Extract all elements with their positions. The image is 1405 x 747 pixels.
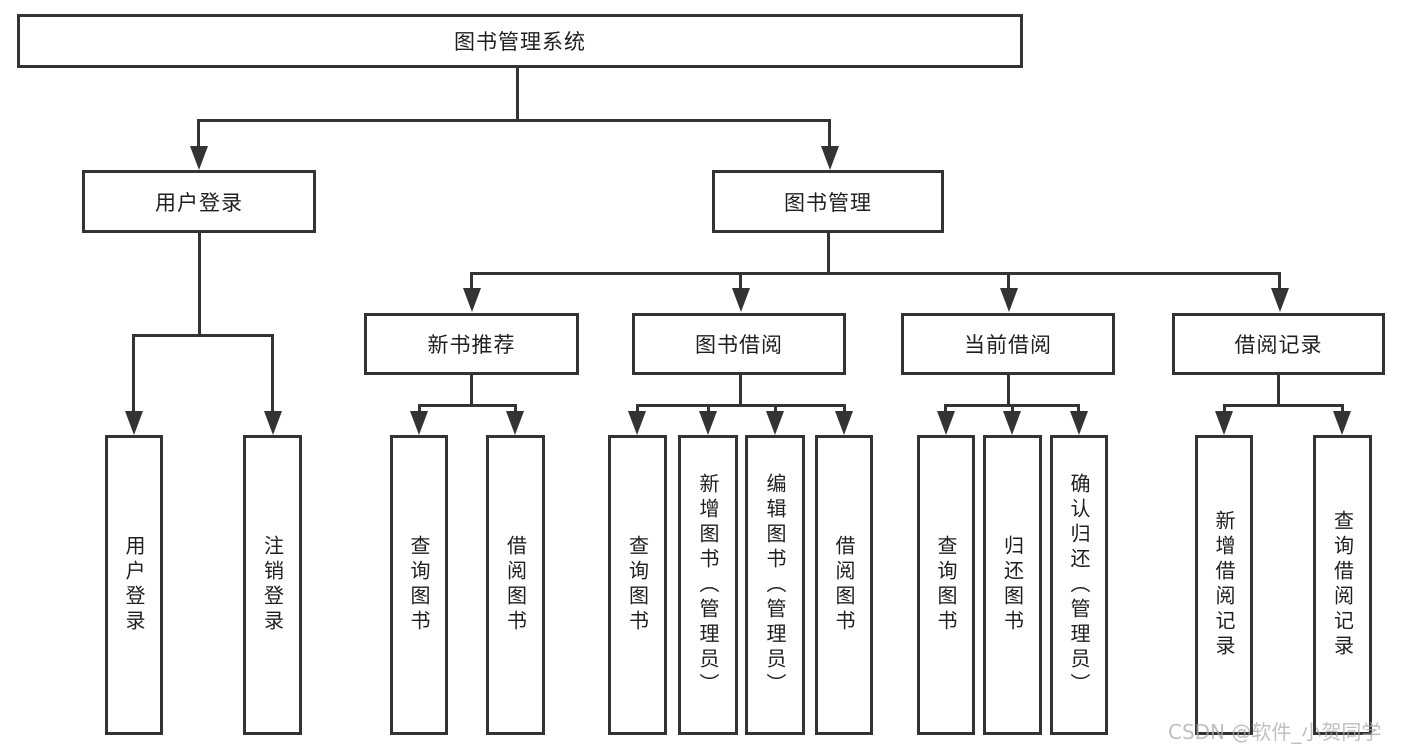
connector-records-stem — [1277, 375, 1280, 406]
leaf-borrowing-borrow-label: 借阅图书 — [832, 535, 856, 635]
arrowhead-user-login — [190, 146, 208, 170]
arrowhead-cb-confirm — [1070, 411, 1088, 435]
connector-user-login-stub — [197, 119, 200, 150]
connector-borrowing-rail — [636, 404, 846, 407]
connector-rc-query-stub — [1341, 404, 1344, 414]
arrowhead-nb-borrow — [506, 411, 524, 435]
connector-nb-query-stub — [418, 404, 421, 414]
connector-leaf-logout-stub — [271, 334, 274, 412]
leaf-borrowing-edit-label: 编辑图书（管理员） — [763, 472, 787, 698]
csdn-watermark: CSDN @软件_小贺同学 — [1168, 720, 1382, 744]
connector-bw-query-stub — [636, 404, 639, 414]
connector-bw-borrow-stub — [843, 404, 846, 414]
node-book-mgmt: 图书管理 — [712, 170, 944, 233]
arrowhead-bw-edit — [766, 411, 784, 435]
arrowhead-rc-add — [1215, 411, 1233, 435]
leaf-user-login-label: 用户登录 — [122, 535, 146, 635]
connector-root-rail — [197, 119, 831, 122]
leaf-borrowing-add-label: 新增图书（管理员） — [696, 472, 720, 698]
connector-new-books-stem — [470, 375, 473, 406]
arrowhead-rc-query — [1333, 411, 1351, 435]
leaf-newbooks-query-label: 查询图书 — [407, 535, 431, 635]
connector-bw-add-stub — [707, 404, 710, 414]
connector-borrowing-stub — [739, 272, 742, 290]
connector-borrowing-stem — [739, 375, 742, 406]
connector-root-stem — [516, 68, 519, 121]
node-current: 当前借阅 — [901, 313, 1115, 375]
leaf-user-login: 用户登录 — [105, 435, 163, 735]
leaf-current-confirm-label: 确认归还（管理员） — [1067, 472, 1091, 698]
leaf-logout-label: 注销登录 — [260, 535, 285, 635]
node-borrowing-label: 图书借阅 — [695, 333, 783, 357]
connector-current-stub — [1007, 272, 1010, 290]
connector-login-rail — [132, 334, 274, 337]
connector-bw-edit-stub — [774, 404, 777, 414]
leaf-current-return-label: 归还图书 — [1000, 535, 1025, 635]
node-root-label: 图书管理系统 — [454, 30, 586, 54]
node-user-login-label: 用户登录 — [155, 190, 243, 215]
leaf-borrowing-query: 查询图书 — [608, 435, 667, 735]
node-current-label: 当前借阅 — [964, 333, 1052, 357]
node-book-mgmt-label: 图书管理 — [784, 190, 872, 215]
connector-cb-confirm-stub — [1077, 404, 1080, 414]
arrowhead-cb-query — [937, 411, 955, 435]
leaf-borrowing-query-label: 查询图书 — [625, 535, 650, 635]
node-user-login: 用户登录 — [82, 170, 316, 233]
node-root: 图书管理系统 — [17, 14, 1023, 68]
arrowhead-records — [1271, 288, 1289, 312]
connector-book-mgmt-stub — [828, 119, 831, 150]
arrowhead-cb-return — [1003, 411, 1021, 435]
leaf-borrowing-add: 新增图书（管理员） — [678, 435, 738, 735]
node-new-books-label: 新书推荐 — [427, 333, 516, 357]
connector-mgmt-stem — [827, 233, 830, 275]
leaf-logout: 注销登录 — [243, 435, 302, 735]
node-records-label: 借阅记录 — [1234, 333, 1323, 357]
leaf-newbooks-query: 查询图书 — [390, 435, 448, 735]
connector-new-books-rail — [418, 404, 517, 407]
leaf-borrowing-borrow: 借阅图书 — [815, 435, 873, 735]
connector-cb-return-stub — [1011, 404, 1014, 414]
connector-current-stem — [1007, 375, 1010, 406]
connector-leaf-login-stub — [132, 334, 135, 412]
leaf-records-add: 新增借阅记录 — [1195, 435, 1253, 735]
connector-rc-add-stub — [1223, 404, 1226, 414]
leaf-records-add-label: 新增借阅记录 — [1212, 510, 1236, 660]
connector-records-rail — [1223, 404, 1343, 407]
arrowhead-book-mgmt — [821, 146, 839, 170]
leaf-current-query-label: 查询图书 — [934, 535, 958, 635]
leaf-newbooks-borrow: 借阅图书 — [486, 435, 545, 735]
leaf-current-query: 查询图书 — [917, 435, 975, 735]
connector-new-books-stub — [470, 272, 473, 290]
node-new-books: 新书推荐 — [364, 313, 579, 375]
arrowhead-leaf-logout — [264, 411, 282, 435]
arrowhead-bw-add — [699, 411, 717, 435]
connector-mgmt-rail — [470, 272, 1281, 275]
leaf-records-query-label: 查询借阅记录 — [1330, 510, 1355, 660]
leaf-newbooks-borrow-label: 借阅图书 — [503, 535, 528, 635]
arrowhead-bw-borrow — [835, 411, 853, 435]
arrowhead-leaf-login — [125, 411, 143, 435]
connector-cb-query-stub — [944, 404, 947, 414]
node-borrowing: 图书借阅 — [632, 313, 846, 375]
arrowhead-current — [1000, 288, 1018, 312]
leaf-records-query: 查询借阅记录 — [1313, 435, 1372, 735]
connector-login-stem — [198, 233, 201, 336]
arrowhead-nb-query — [410, 411, 428, 435]
leaf-current-confirm: 确认归还（管理员） — [1050, 435, 1108, 735]
node-records: 借阅记录 — [1172, 313, 1385, 375]
connector-nb-borrow-stub — [514, 404, 517, 414]
arrowhead-new-books — [463, 288, 481, 312]
connector-records-stub — [1278, 272, 1281, 290]
arrowhead-borrowing — [732, 288, 750, 312]
arrowhead-bw-query — [628, 411, 646, 435]
leaf-current-return: 归还图书 — [983, 435, 1042, 735]
leaf-borrowing-edit: 编辑图书（管理员） — [745, 435, 805, 735]
